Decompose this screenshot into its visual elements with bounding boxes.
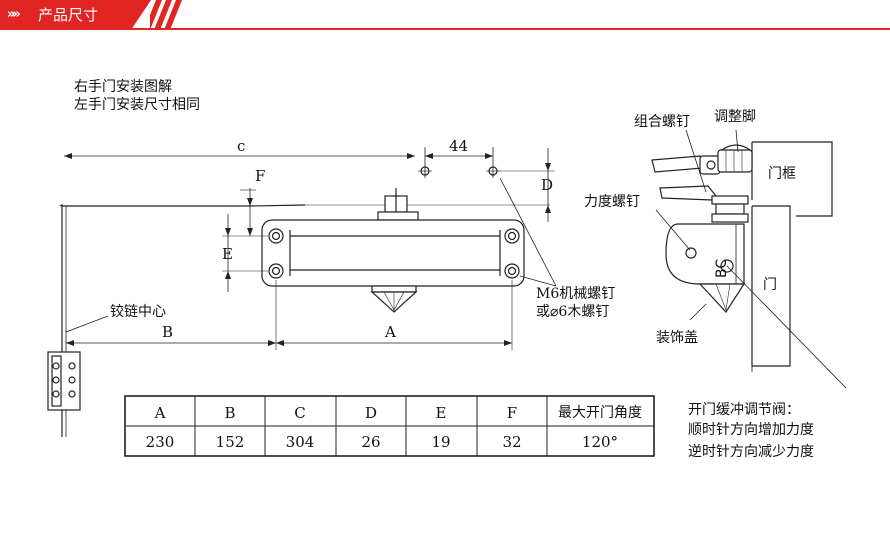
dim-44-label: 44 [449, 137, 468, 155]
combo-screw-label: 组合螺钉 [634, 114, 690, 130]
table-header: E [436, 404, 447, 422]
side-view [651, 129, 847, 389]
dim-a-label: A [384, 323, 396, 341]
dim-b-label: B [162, 323, 173, 341]
section-banner: »» 产品尺寸 [0, 0, 890, 30]
stripes-icon [150, 0, 182, 30]
table-cell: 152 [216, 433, 245, 451]
table-header: C [294, 404, 305, 422]
hinge-plate [47, 351, 81, 411]
table-cell: 19 [431, 433, 450, 451]
adjust-foot-label: 调整脚 [714, 109, 756, 125]
table-header: 最大开门角度 [558, 405, 642, 421]
m6-screw-label: M6机械螺钉 [536, 286, 615, 302]
dim-e-label: E [222, 245, 233, 263]
banner-bar: »» 产品尺寸 [0, 0, 151, 30]
dim-c-label: c [237, 137, 245, 155]
table-cell: 230 [146, 433, 175, 451]
dim-f-label: F [255, 167, 265, 185]
table-header: B [224, 404, 235, 422]
table-header: F [507, 404, 517, 422]
closer-body [261, 188, 525, 313]
valve-title: 开门缓冲调节阀： [688, 402, 800, 418]
chevrons-icon: »» [7, 7, 21, 22]
wood-screw-label: 或⌀6木螺钉 [536, 304, 609, 320]
door-frame-label: 门框 [768, 166, 796, 182]
hinge-center-label: 铰链中心 [110, 304, 166, 320]
section-title: 产品尺寸 [38, 6, 99, 24]
table-cell: 26 [361, 433, 380, 451]
cover-label: 装饰盖 [656, 330, 698, 346]
table-cell: 32 [502, 433, 521, 451]
banner-underline [0, 28, 890, 30]
dim-d-label: D [541, 176, 553, 194]
dimension-table [124, 395, 655, 457]
table-cell: 304 [286, 433, 315, 451]
valve-clockwise: 顺时针方向增加力度 [688, 422, 814, 438]
valve-counterclockwise: 逆时针方向减少力度 [688, 444, 814, 460]
note-right-door: 右手门安装图解 [74, 79, 172, 95]
force-screw-label: 力度螺钉 [584, 194, 640, 210]
table-header: D [365, 404, 377, 422]
door-label: 门 [763, 277, 777, 293]
table-header: A [154, 404, 166, 422]
note-left-door: 左手门安装尺寸相同 [74, 97, 200, 113]
table-cell: 120° [582, 433, 618, 451]
bc-label: BC [714, 259, 730, 278]
